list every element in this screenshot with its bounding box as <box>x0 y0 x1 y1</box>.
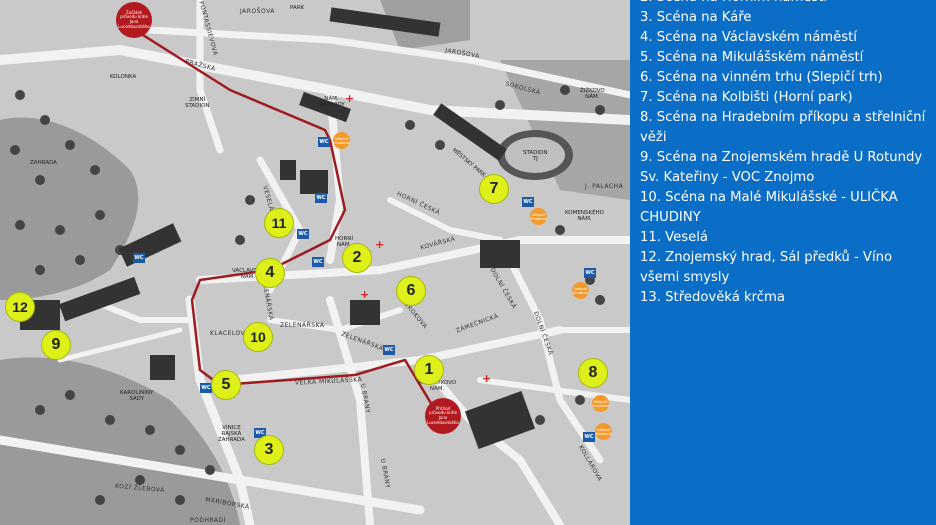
info-point-icon: Infopult Vinobraní <box>595 423 612 440</box>
legend-item: 11. Veselá <box>640 230 709 245</box>
wc-icon: WC <box>583 432 595 442</box>
place-label: VÁCLAVSKÉ NÁM. <box>232 268 264 280</box>
place-label: PARK <box>290 5 305 11</box>
legend-item: 8. Scéna na Hradebním příkopu a střelnič… <box>640 110 926 145</box>
wc-icon: WC <box>200 383 212 393</box>
legend-item: 2. Scéna na Horním náměstí <box>640 0 930 8</box>
legend-list: 2. Scéna na Horním náměstí 3. Scéna na K… <box>640 0 930 308</box>
scene-marker-10[interactable]: 10 <box>243 322 273 352</box>
place-label: ZAHRADA <box>30 160 57 166</box>
scene-marker-1[interactable]: 1 <box>414 355 444 385</box>
legend-item: 3. Scéna na Káře <box>640 10 752 25</box>
street-label: ZELENÁŘSKÁ <box>280 322 325 329</box>
wc-icon: WC <box>383 345 395 355</box>
scene-marker-2[interactable]: 2 <box>342 243 372 273</box>
info-point-icon: Infopult Vinobraní <box>530 208 547 225</box>
pharmacy-cross-icon: + <box>482 372 492 385</box>
place-label: VINICE RAJSKÁ ZAHRADA <box>218 425 245 443</box>
legend-item: 10. Scéna na Malé Mikulášské - ULIČKA CH… <box>640 190 898 225</box>
street-label: PODHRADÍ <box>190 517 226 524</box>
place-label: STADION TJ <box>523 150 548 162</box>
legend-item: 5. Scéna na Mikulášském náměstí <box>640 50 864 65</box>
wc-icon: WC <box>312 257 324 267</box>
legend-item: 6. Scéna na vinném trhu (Slepičí trh) <box>640 70 883 85</box>
wc-icon: WC <box>318 137 330 147</box>
place-label: KOMENSKÉHO NÁM. <box>565 210 605 222</box>
map-base <box>0 0 630 525</box>
place-label: KOLONKA <box>110 74 137 80</box>
scene-marker-4[interactable]: 4 <box>255 258 285 288</box>
street-label: KLACELOVA <box>210 330 250 337</box>
scene-marker-9[interactable]: 9 <box>41 330 71 360</box>
place-label: KAROLININY SADY <box>120 390 154 402</box>
place-label: MASARYKOVO NÁM. <box>418 380 457 392</box>
legend-item: 12. Znojemský hrad, Sál předků - Víno vš… <box>640 250 893 285</box>
scene-marker-3[interactable]: 3 <box>254 435 284 465</box>
wc-icon: WC <box>315 193 327 203</box>
place-label: ŽIŽKOVO NÁM. <box>580 88 605 100</box>
wc-icon: WC <box>254 428 266 438</box>
legend-item: 13. Středověká krčma <box>640 290 785 305</box>
street-label: JAROŠOVA <box>240 8 275 15</box>
place-label: ZIMNÍ STADION <box>185 97 210 109</box>
pharmacy-cross-icon: + <box>345 92 355 105</box>
legend-item: 4. Scéna na Václavském náměstí <box>640 30 857 45</box>
city-map: JAROŠOVA JAROŠOVA PRAŽSKÁ SOKOLSKÁ PONTA… <box>0 0 630 525</box>
scene-marker-7[interactable]: 7 <box>479 174 509 204</box>
wc-icon: WC <box>297 229 309 239</box>
scene-marker-6[interactable]: 6 <box>396 276 426 306</box>
legend-panel: 2. Scéna na Horním náměstí 3. Scéna na K… <box>630 0 936 525</box>
legend-item: 7. Scéna na Kolbišti (Horní park) <box>640 90 853 105</box>
scene-marker-8[interactable]: 8 <box>578 358 608 388</box>
info-point-icon: Infopult Vinobraní <box>592 395 609 412</box>
info-point-icon: Infopult Vinobraní <box>572 282 589 299</box>
pharmacy-cross-icon: + <box>360 288 370 301</box>
pharmacy-cross-icon: + <box>375 238 385 251</box>
place-label: HORNÍ NÁM. <box>335 236 354 248</box>
wc-icon: WC <box>133 253 145 263</box>
place-label: NÁM. SVOBODY <box>318 96 345 108</box>
scene-marker-5[interactable]: 5 <box>211 370 241 400</box>
route-start-marker: Začátek průvodu krále Jana Lucemburského <box>116 2 152 38</box>
info-point-icon: Infopult Vinobraní <box>333 132 350 149</box>
street-label: J. PALACHA <box>585 183 624 190</box>
legend-item: 9. Scéna na Znojemském hradě U Rotundy S… <box>640 150 923 185</box>
procession-route <box>134 28 437 411</box>
wc-icon: WC <box>584 268 596 278</box>
scene-marker-11[interactable]: 11 <box>264 208 294 238</box>
scene-marker-12[interactable]: 12 <box>5 292 35 322</box>
wc-icon: WC <box>522 197 534 207</box>
route-end-marker: Příchod průvodu krále Jana Lucemburského <box>425 398 461 434</box>
